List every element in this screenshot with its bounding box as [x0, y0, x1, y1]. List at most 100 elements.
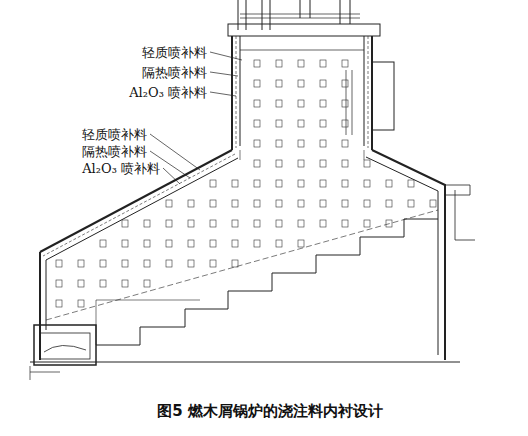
anchor-square	[232, 180, 238, 187]
anchor-square	[276, 200, 282, 207]
anchor-square	[210, 200, 216, 207]
anchor-square	[298, 140, 304, 147]
anchor-square	[342, 120, 348, 127]
anchor-square	[254, 60, 260, 67]
anchor-square	[342, 180, 348, 187]
anchor-square	[364, 200, 370, 207]
material-label: 隔热喷补料	[141, 66, 208, 79]
anchor-square	[298, 100, 304, 107]
anchor-square	[56, 280, 62, 287]
anchor-square	[78, 300, 84, 307]
anchor-square	[144, 280, 150, 287]
anchor-square	[254, 80, 260, 87]
anchor-square	[254, 120, 260, 127]
anchor-square	[122, 280, 128, 287]
anchor-square	[188, 260, 194, 267]
anchor-square	[210, 240, 216, 247]
anchor-square	[122, 260, 128, 267]
anchor-square	[276, 100, 282, 107]
anchor-square	[364, 180, 370, 187]
anchor-square	[254, 140, 260, 147]
anchor-square	[364, 220, 370, 227]
anchor-square	[254, 160, 260, 167]
anchor-square	[320, 200, 326, 207]
anchor-square	[78, 260, 84, 267]
anchor-square	[188, 200, 194, 207]
anchor-square	[276, 80, 282, 87]
anchor-square	[342, 140, 348, 147]
anchor-square	[276, 180, 282, 187]
anchor-square	[320, 140, 326, 147]
anchor-square	[298, 160, 304, 167]
anchor-square	[144, 260, 150, 267]
anchor-square	[122, 220, 128, 227]
figure-caption: 图5 燃木屑锅炉的浇注料内衬设计	[157, 402, 383, 421]
anchor-square	[232, 240, 238, 247]
anchor-square	[254, 100, 260, 107]
anchor-square	[276, 240, 282, 247]
anchor-square	[386, 220, 392, 227]
anchor-square	[430, 200, 436, 207]
anchor-square	[342, 60, 348, 67]
anchor-square	[254, 220, 260, 227]
anchor-square	[188, 240, 194, 247]
anchor-square	[342, 80, 348, 87]
anchor-square	[298, 180, 304, 187]
anchor-square	[298, 240, 304, 247]
anchor-square	[210, 180, 216, 187]
anchor-square	[166, 260, 172, 267]
anchor-square	[100, 260, 106, 267]
anchor-square	[232, 200, 238, 207]
anchor-square	[320, 160, 326, 167]
anchor-square	[298, 220, 304, 227]
anchor-square	[320, 120, 326, 127]
anchor-square	[342, 220, 348, 227]
anchor-square	[298, 120, 304, 127]
anchor-square	[232, 220, 238, 227]
anchor-square	[166, 240, 172, 247]
anchor-square	[342, 160, 348, 167]
anchor-square	[254, 180, 260, 187]
anchor-square	[144, 220, 150, 227]
material-label: Al₂O₃ 喷补料	[128, 86, 208, 99]
anchor-square	[276, 160, 282, 167]
anchor-square	[122, 240, 128, 247]
anchor-square	[386, 180, 392, 187]
anchor-square	[232, 260, 238, 267]
material-label: Al₂O₃ 喷补料	[81, 162, 161, 175]
anchor-square	[298, 80, 304, 87]
anchor-square	[320, 80, 326, 87]
anchor-square	[254, 200, 260, 207]
anchor-square	[276, 140, 282, 147]
material-label: 隔热喷补料	[81, 145, 148, 158]
anchor-square	[210, 220, 216, 227]
material-label: 轻质喷补料	[141, 46, 208, 59]
anchor-square	[276, 120, 282, 127]
anchor-square	[166, 220, 172, 227]
anchor-square	[56, 260, 62, 267]
anchor-square	[100, 280, 106, 287]
anchor-square	[276, 60, 282, 67]
anchor-square	[56, 300, 62, 307]
anchor-square	[298, 60, 304, 67]
anchor-square	[320, 180, 326, 187]
anchor-square	[100, 240, 106, 247]
anchor-square	[210, 260, 216, 267]
anchor-square	[254, 240, 260, 247]
anchor-square	[276, 220, 282, 227]
anchor-square	[78, 280, 84, 287]
anchor-square	[408, 180, 414, 187]
anchor-square	[298, 200, 304, 207]
anchor-square	[386, 200, 392, 207]
material-label: 轻质喷补料	[81, 128, 148, 141]
anchor-square	[188, 220, 194, 227]
anchor-square	[364, 160, 370, 167]
anchor-square	[166, 200, 172, 207]
anchor-square	[320, 220, 326, 227]
anchor-square	[320, 60, 326, 67]
anchor-square	[320, 100, 326, 107]
anchor-square	[408, 200, 414, 207]
anchor-square	[342, 200, 348, 207]
